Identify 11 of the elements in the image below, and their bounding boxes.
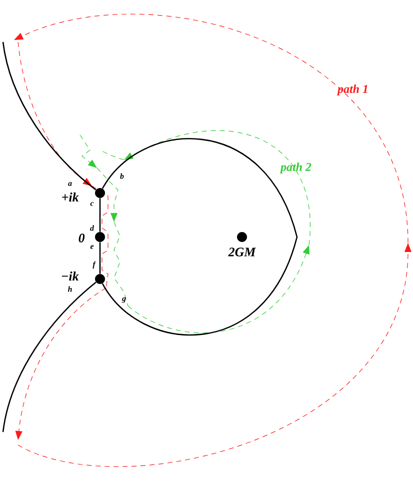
- curve-line: [2, 42, 96, 190]
- point-label: +ik: [62, 192, 79, 202]
- path-label: path 1: [336, 84, 368, 96]
- curve-line: [102, 138, 298, 336]
- path-label: path 2: [280, 162, 312, 174]
- point-label: 0: [78, 234, 85, 242]
- curve-line: [2, 282, 96, 432]
- point-label: −ik: [62, 272, 79, 280]
- curve-line: [99, 198, 101, 232]
- point-label: 2GM: [228, 248, 256, 256]
- curve-line: [99, 242, 101, 274]
